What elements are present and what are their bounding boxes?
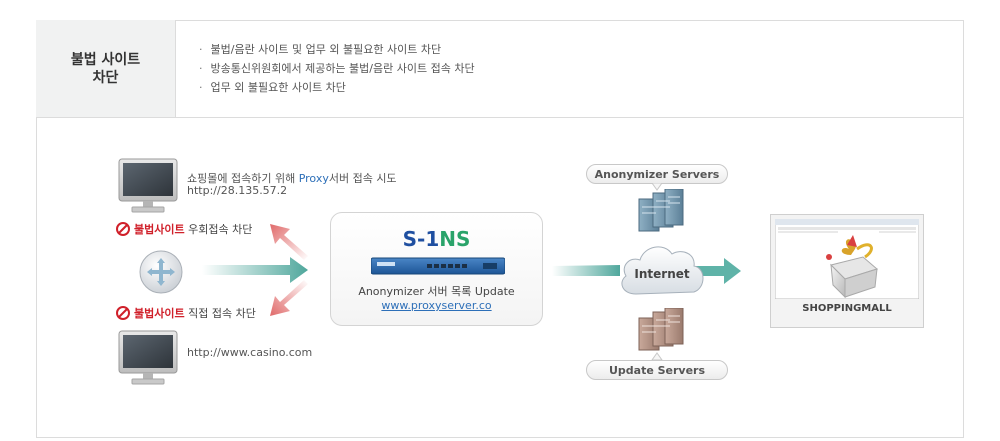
flow-arrows-left — [202, 224, 308, 316]
section-title-line2: 차단 — [92, 69, 119, 86]
shoppingmall-label: SHOPPINGMALL — [802, 303, 892, 314]
server-stack-icon — [638, 189, 684, 232]
content-frame — [36, 20, 964, 438]
pill-pointer-icon — [651, 352, 663, 360]
blocked-direct-label: 불법사이트 직접 접속 차단 — [116, 305, 256, 321]
anonymizer-servers-label: Anonymizer Servers — [586, 164, 728, 184]
block-icon — [116, 306, 130, 320]
block-icon — [116, 222, 130, 236]
section-title: 불법 사이트 차단 — [36, 20, 176, 117]
shoppingmall-window: SHOPPINGMALL — [770, 214, 924, 328]
internet-label: Internet — [634, 267, 690, 281]
gift-box-icon — [826, 235, 879, 299]
blocked-tag: 불법사이트 — [134, 223, 185, 236]
feature-item: 불법/음란 사이트 및 업무 외 불필요한 사이트 차단 — [199, 40, 475, 59]
cloud-icon — [621, 246, 704, 295]
appliance-caption: Anonymizer 서버 목록 Update www.proxyserver.… — [331, 285, 542, 313]
pill-pointer-icon — [651, 183, 663, 191]
feature-list: 불법/음란 사이트 및 업무 외 불필요한 사이트 차단 방송통신위원회에서 제… — [199, 40, 475, 97]
monitor-icon — [118, 158, 178, 213]
section-title-line1: 불법 사이트 — [70, 51, 141, 68]
blocked-bypass-label: 불법사이트 우회접속 차단 — [116, 221, 252, 237]
feature-item: 방송통신위원회에서 제공하는 불법/음란 사이트 접속 차단 — [199, 59, 475, 78]
flow-arrows-right — [552, 258, 741, 284]
feature-item: 업무 외 불필요한 사이트 차단 — [199, 78, 475, 97]
proxyserver-link[interactable]: www.proxyserver.co — [381, 299, 492, 312]
monitor-icon — [118, 330, 178, 385]
s1ns-logo: S-1NS — [331, 227, 542, 251]
logo-part2: NS — [439, 227, 471, 251]
appliance-caption-text: Anonymizer 서버 목록 Update — [358, 285, 515, 298]
appliance-rack-icon — [371, 257, 505, 275]
logo-part1: S-1 — [402, 227, 440, 251]
section-header: 불법 사이트 차단 불법/음란 사이트 및 업무 외 불필요한 사이트 차단 방… — [36, 20, 964, 118]
client-top-caption: 쇼핑몰에 접속하기 위해 Proxy서버 접속 시도 — [187, 170, 397, 186]
client-top-caption-text: 쇼핑몰에 접속하기 위해 — [187, 172, 299, 185]
blocked-bypass-text: 우회접속 차단 — [184, 223, 253, 236]
update-servers-label: Update Servers — [586, 360, 728, 380]
client-top-caption-tail: 서버 접속 시도 — [328, 172, 397, 185]
client-top-ip: http://28.135.57.2 — [187, 184, 288, 197]
router-icon — [139, 250, 183, 294]
proxy-word: Proxy — [298, 172, 329, 185]
s1ns-appliance-box: S-1NS Anonymizer 서버 목록 Update www.proxys… — [330, 212, 543, 326]
blocked-direct-text: 직접 접속 차단 — [184, 307, 256, 320]
server-stack-icon — [638, 308, 684, 351]
client-bottom-url: http://www.casino.com — [187, 346, 313, 359]
blocked-tag: 불법사이트 — [134, 307, 185, 320]
